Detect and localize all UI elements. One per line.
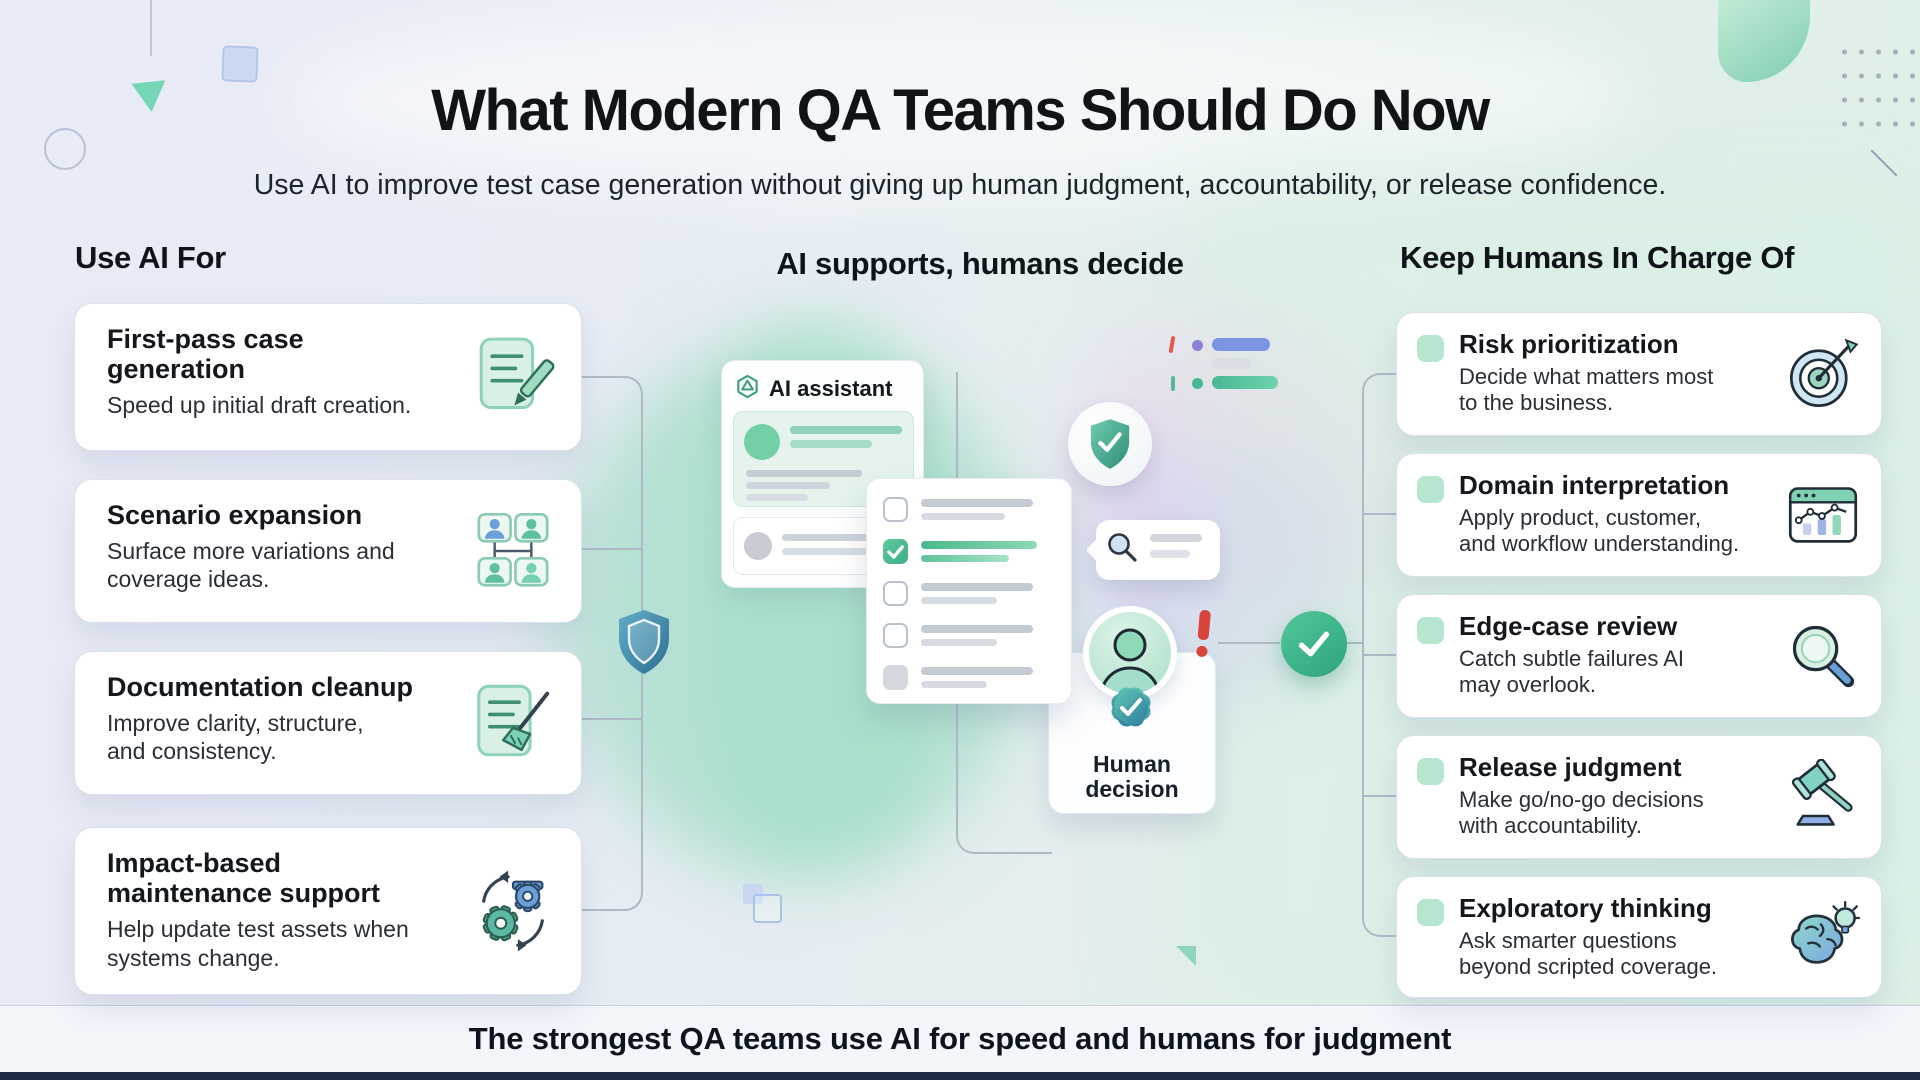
card-description: Surface more variations and coverage ide…: [107, 538, 395, 593]
checklist-row: [883, 581, 1059, 611]
use-ai-card-first-pass: First-pass case generation Speed up init…: [74, 303, 582, 451]
gavel-icon: [1785, 758, 1861, 835]
verified-badge-icon: [1106, 682, 1156, 732]
card-title: Edge-case review: [1459, 611, 1678, 641]
use-ai-card-documentation-cleanup: Documentation cleanup Improve clarity, s…: [74, 651, 582, 795]
ai-assistant-label: AI assistant: [769, 376, 893, 401]
page-title: What Modern QA Teams Should Do Now: [431, 77, 1490, 143]
checklist-row: [883, 665, 1059, 695]
magnifier-icon: [1785, 618, 1861, 694]
card-description: Make go/no-go decisions with accountabil…: [1459, 786, 1704, 838]
footer-tagline: The strongest QA teams use AI for speed …: [468, 1021, 1452, 1056]
left-section-heading: Use AI For: [75, 240, 226, 275]
use-ai-card-scenario-expansion: Scenario expansion Surface more variatio…: [74, 479, 582, 623]
card-description: Decide what matters most to the business…: [1459, 363, 1714, 415]
card-title: First-pass case generation: [107, 324, 304, 385]
card-title: Impact-based maintenance support: [107, 848, 381, 909]
footer-band: The strongest QA teams use AI for speed …: [0, 1005, 1920, 1072]
decorative-mini-list: [1168, 334, 1278, 394]
document-broom-icon: [469, 679, 557, 767]
card-description: Improve clarity, structure, and consiste…: [107, 710, 364, 765]
card-description: Apply product, customer, and workflow un…: [1459, 504, 1740, 556]
checklist-row: [883, 497, 1059, 527]
alert-exclamation-icon: [1195, 609, 1212, 658]
human-decision-label: Human decision: [1085, 750, 1179, 803]
brain-bulb-icon: [1785, 899, 1861, 975]
decorative-corner-blob: [1718, 0, 1810, 82]
human-card-exploratory-thinking: Exploratory thinking Ask smarter questio…: [1396, 876, 1882, 998]
shield-check-badge: [1068, 402, 1152, 486]
connector-line: [1362, 513, 1396, 515]
search-bubble: [1085, 520, 1220, 580]
checklist-row: [883, 623, 1059, 653]
checklist-row: [883, 539, 1059, 569]
card-title: Exploratory thinking: [1459, 893, 1712, 923]
connector-line: [582, 718, 643, 720]
card-title: Scenario expansion: [107, 500, 363, 530]
shield-icon: [615, 608, 673, 676]
page-subtitle: Use AI to improve test case generation w…: [253, 168, 1667, 201]
card-description: Help update test assets when systems cha…: [107, 916, 409, 971]
document-pencil-icon: [469, 333, 557, 421]
user-avatar-dot: [744, 532, 772, 560]
gears-icon: [469, 867, 557, 955]
human-card-domain-interpretation: Domain interpretation Apply product, cus…: [1396, 453, 1882, 577]
card-title: Release judgment: [1459, 752, 1682, 782]
decorative-triangle: [1176, 946, 1196, 966]
openai-logo-icon: [734, 373, 761, 405]
card-bullet: [1417, 758, 1444, 785]
org-chart-icon: [469, 507, 557, 595]
card-bullet: [1417, 617, 1444, 644]
use-ai-card-maintenance-support: Impact-based maintenance support Help up…: [74, 827, 582, 995]
card-title: Domain interpretation: [1459, 470, 1730, 500]
connector-line: [1362, 654, 1396, 656]
bottom-edge-bar: [0, 1072, 1920, 1080]
checkbox-disabled: [883, 665, 908, 690]
card-bullet: [1417, 335, 1444, 362]
target-icon: [1785, 336, 1861, 412]
browser-chart-icon: [1785, 477, 1861, 553]
red-tick-mark: [1168, 335, 1176, 354]
card-description: Speed up initial draft creation.: [107, 392, 412, 419]
decorative-circle: [44, 128, 86, 170]
approved-check-icon: [1281, 611, 1347, 677]
human-card-risk-prioritization: Risk prioritization Decide what matters …: [1396, 312, 1882, 436]
checkbox-unchecked: [883, 623, 908, 648]
decorative-square: [743, 884, 763, 904]
connector-line: [582, 548, 643, 550]
connector-line: [1362, 795, 1396, 797]
right-section-heading: Keep Humans In Charge Of: [1400, 240, 1795, 275]
checkbox-unchecked: [883, 581, 908, 606]
center-section-heading: AI supports, humans decide: [776, 246, 1184, 281]
card-bullet: [1417, 476, 1444, 503]
checkbox-checked: [883, 539, 908, 564]
card-description: Catch subtle failures AI may overlook.: [1459, 645, 1685, 697]
ai-avatar-dot: [744, 424, 780, 460]
checklist-card: [866, 478, 1072, 704]
card-description: Ask smarter questions beyond scripted co…: [1459, 927, 1718, 979]
decorative-square-outline: [753, 894, 782, 923]
human-card-edge-case-review: Edge-case review Catch subtle failures A…: [1396, 594, 1882, 718]
card-title: Risk prioritization: [1459, 329, 1679, 359]
decorative-dot-grid: [1836, 40, 1920, 136]
connector-line: [1346, 642, 1362, 644]
human-card-release-judgment: Release judgment Make go/no-go decisions…: [1396, 735, 1882, 859]
connector-line: [1218, 642, 1280, 644]
decorative-line: [150, 0, 152, 56]
checkbox-unchecked: [883, 497, 908, 522]
card-bullet: [1417, 899, 1444, 926]
card-title: Documentation cleanup: [107, 672, 414, 702]
